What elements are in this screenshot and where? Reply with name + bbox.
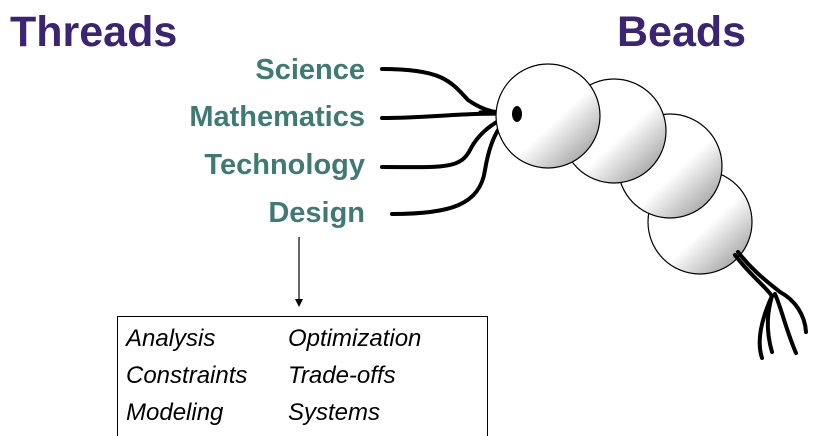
topic-item: Analysis — [126, 325, 216, 352]
threads-group — [380, 67, 520, 216]
thread-label-mathematics: Mathematics — [189, 101, 365, 133]
threads-heading: Threads — [10, 8, 178, 56]
thread-knot — [512, 106, 522, 122]
topic-item: Systems — [288, 399, 381, 426]
thread-label-science: Science — [255, 54, 365, 86]
topic-item: Modeling — [126, 399, 224, 426]
thread-label-technology: Technology — [204, 149, 365, 181]
design-arrow — [295, 237, 303, 307]
design-topics-box: Analysis Constraints Modeling Optimizati… — [117, 316, 488, 436]
frayed-threads — [733, 250, 808, 360]
beads-heading: Beads — [617, 8, 747, 56]
thread-science — [380, 67, 518, 116]
bead — [495, 63, 601, 169]
topic-item: Optimization — [288, 325, 422, 352]
topic-item: Trade-offs — [288, 362, 396, 389]
thread-label-design: Design — [268, 197, 365, 229]
topic-item: Constraints — [126, 362, 248, 389]
beads-group — [495, 63, 753, 275]
